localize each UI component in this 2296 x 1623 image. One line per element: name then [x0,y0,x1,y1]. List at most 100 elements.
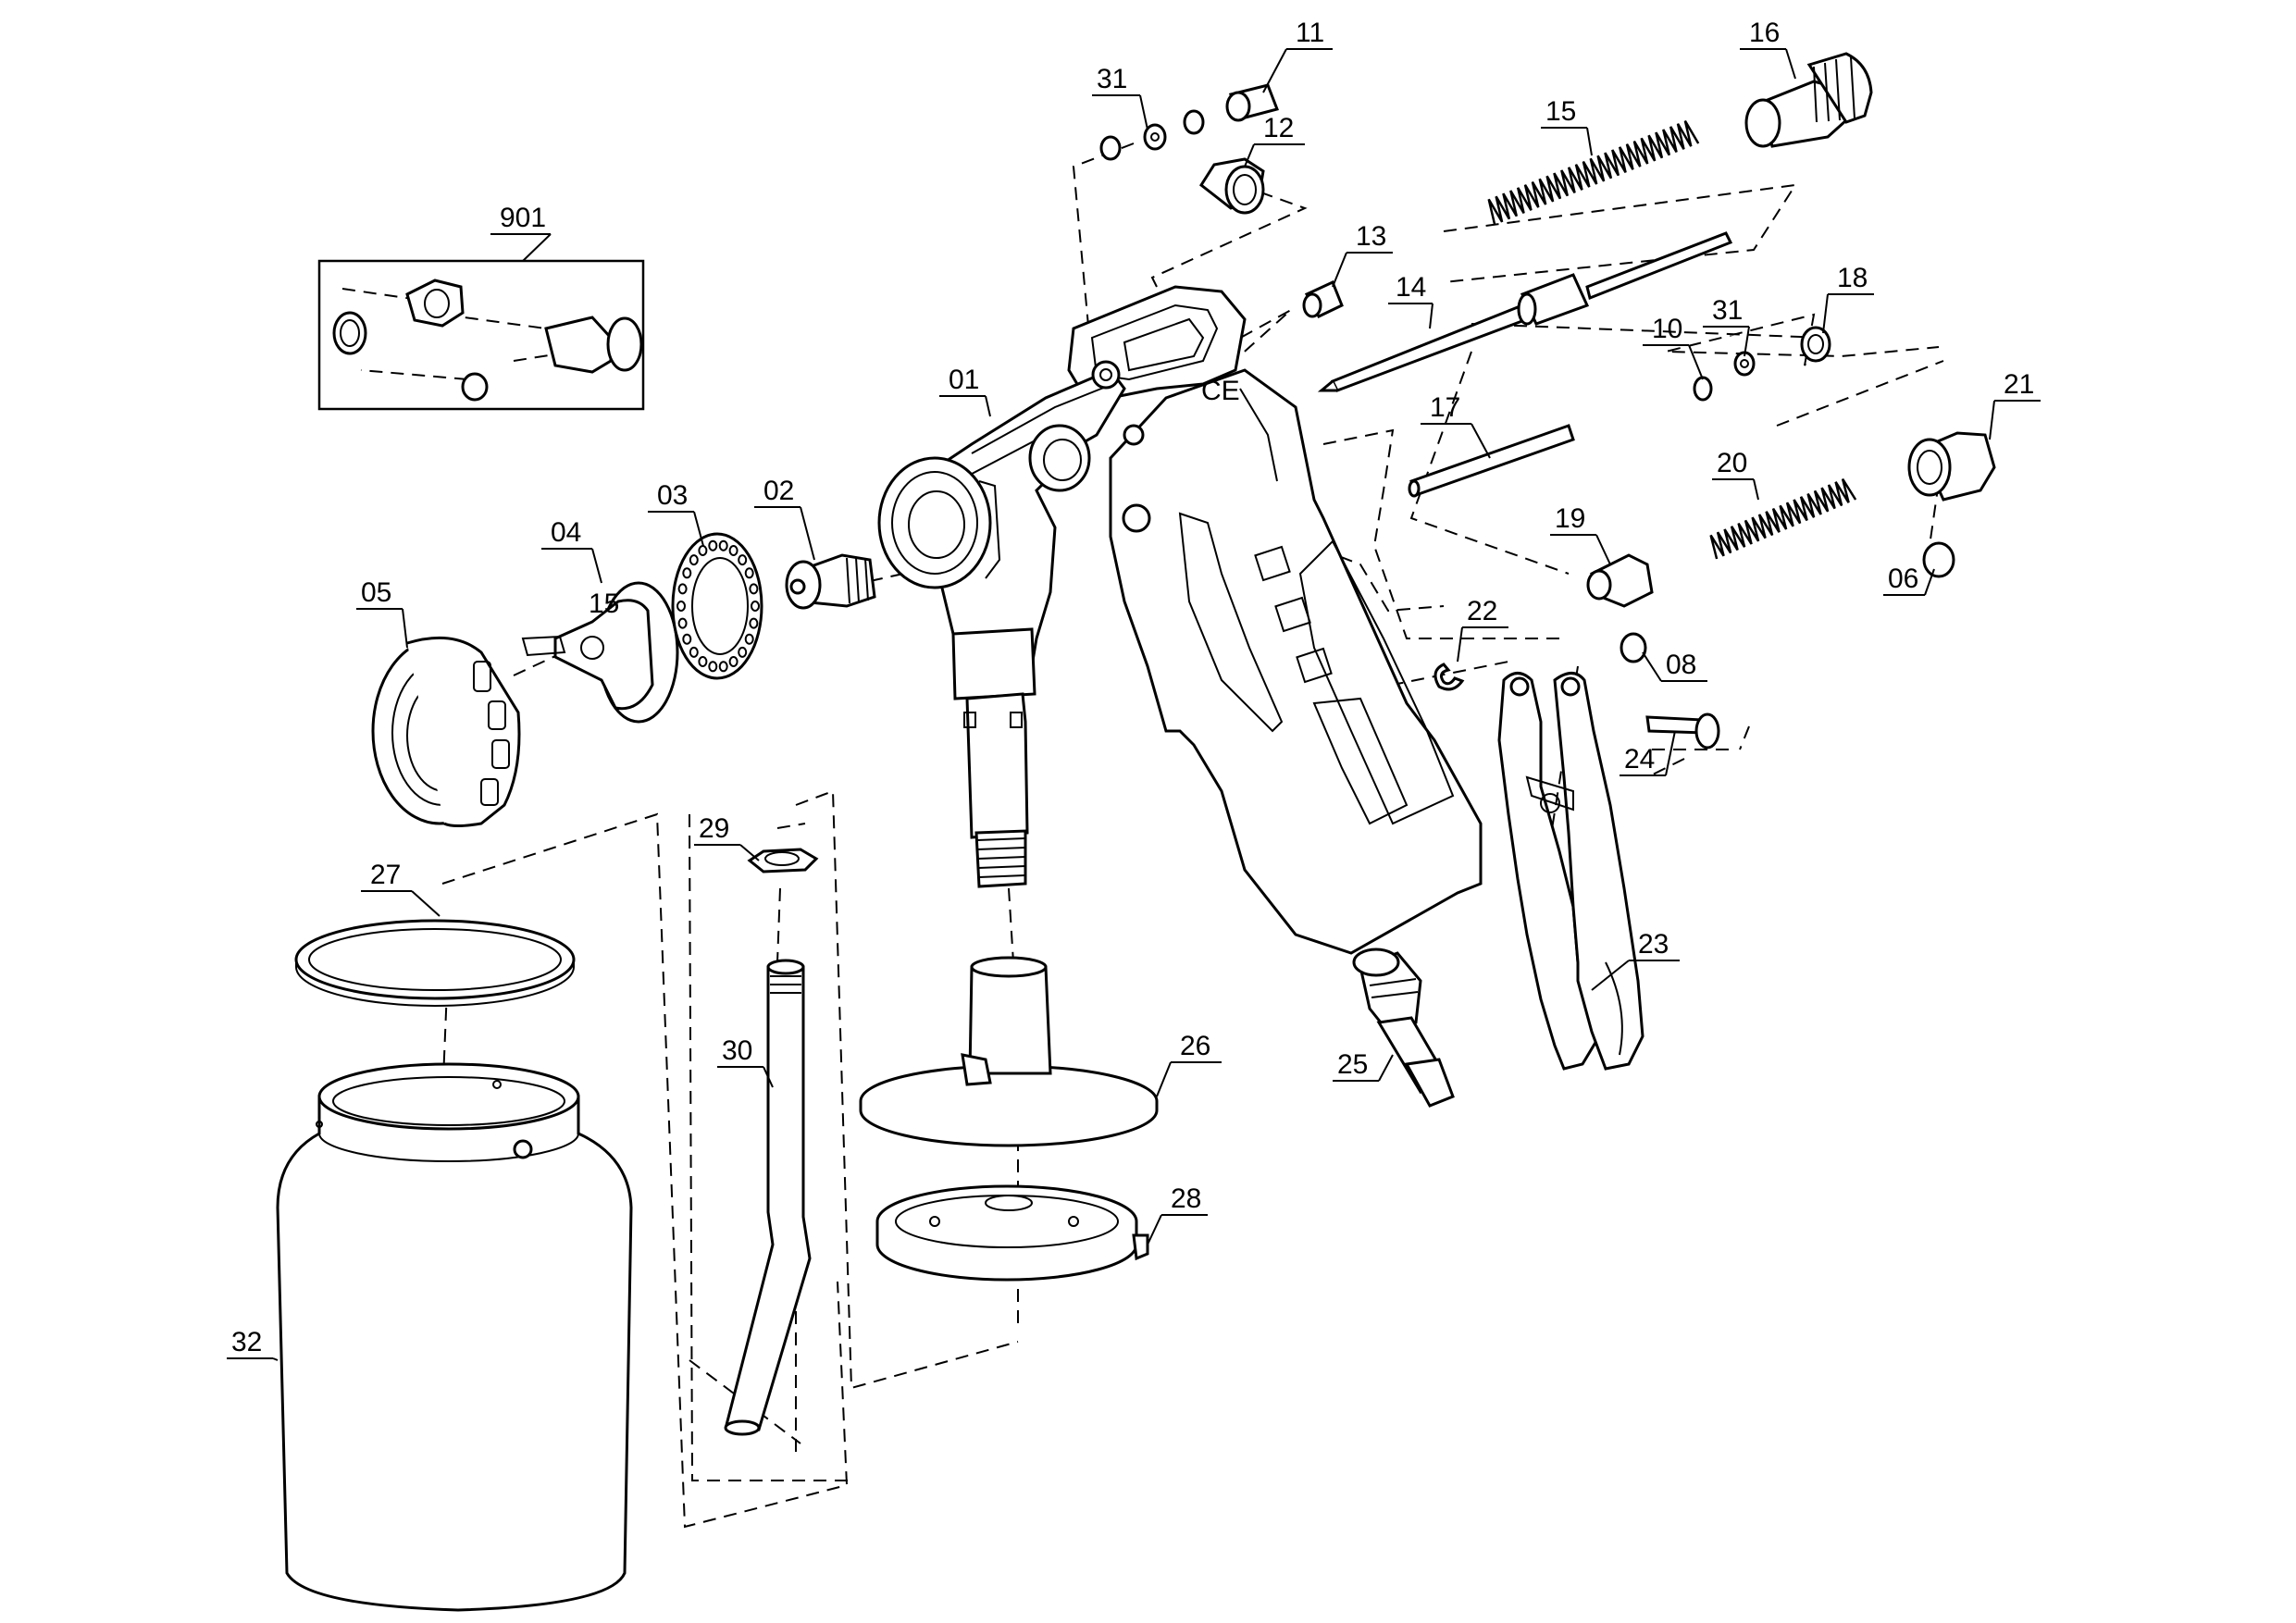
distribution-ring [671,532,763,680]
needle [1317,231,1733,392]
callout-leader [1822,293,1829,334]
callout-18: 18 [1822,263,1874,334]
callout-label: 14 [1396,272,1426,303]
callout-label: 22 [1467,596,1497,626]
callout-label: 08 [1666,650,1696,680]
ring-hole [738,554,748,566]
callout-label: 13 [1356,221,1386,252]
ring-hole [677,583,688,595]
ring-hole [698,656,708,667]
callout-10: 10 [1643,314,1704,380]
callout-label: 30 [722,1035,752,1066]
callout-leader [1471,423,1491,459]
callout-label: 29 [699,813,729,844]
callout-label: 12 [1263,113,1294,143]
callout-leader [1378,1054,1394,1082]
paint-cup [276,1062,633,1612]
callout-label: 05 [361,577,391,608]
callout-08: 08 [1642,650,1707,682]
callout-11: 11 [1262,18,1333,93]
ring-hole [689,554,699,566]
callout-label: 02 [763,476,794,506]
callout-21: 21 [1989,369,2041,440]
cup-gasket-base [875,1184,1149,1282]
callout-30: 30 [717,1035,774,1088]
washers-right [1693,326,1831,402]
callout-leader [1156,1061,1172,1097]
callout-leader [693,511,704,547]
ring-hole [708,539,718,551]
ring-hole [708,661,718,673]
callout-29: 29 [694,813,760,861]
callout-19: 19 [1550,503,1611,565]
callout-label: 31 [1712,295,1743,326]
callout-25: 25 [1333,1049,1394,1082]
air-cap-ring [371,636,521,827]
nozzle-size-stamp: 15 [589,588,619,619]
callout-leader [1139,94,1148,130]
ring-hole [682,633,692,645]
ring-hole [749,617,759,629]
washers-31 [1099,109,1205,161]
callout-leader [1989,400,1995,440]
cup-seal-ring [294,919,576,1007]
callout-leader [1595,534,1611,565]
ring-hole [689,646,699,658]
valve-housing [1907,431,1996,502]
callout-label: 28 [1171,1183,1201,1214]
callout-label: 23 [1638,929,1669,960]
callout-leader [800,506,815,561]
callout-leader [1744,326,1750,357]
nut-12 [1199,157,1265,215]
callout-label: 24 [1624,744,1655,774]
callout-leader [985,395,991,417]
callout-31: 31 [1703,295,1750,357]
callout-leader [1244,143,1255,167]
callout-label: 10 [1652,314,1682,344]
callout-24: 24 [1620,730,1676,776]
callout-leader [1586,127,1593,156]
ring-hole [744,567,754,579]
ce-mark: CE [1201,376,1240,406]
callout-label: 25 [1337,1049,1368,1080]
callout-label: 32 [231,1327,262,1357]
callout-03: 03 [648,480,704,547]
callout-14: 14 [1388,272,1433,329]
nut-29 [747,848,819,873]
callout-23: 23 [1591,929,1680,991]
callout-leader [739,844,760,861]
small-plug [1225,83,1280,122]
callout-leader [411,890,441,917]
callout-leader [763,1066,774,1088]
ring-hole [718,661,728,673]
set-screw [1302,279,1344,318]
callout-17: 17 [1421,392,1491,459]
callout-label: 21 [2004,369,2034,400]
callout-06: 06 [1883,564,1935,596]
callout-leader [1429,303,1433,329]
callout-leader [1785,48,1796,80]
callout-label: 15 [1545,96,1576,127]
callout-label: 19 [1555,503,1585,534]
callout-leader [1924,568,1935,596]
callout-leader [272,1357,279,1361]
circlip [1433,663,1465,691]
suction-tube [724,959,812,1436]
ring-holes [676,539,760,673]
piston-pin [1408,424,1575,498]
callout-leader [1147,1214,1162,1245]
ring-hole [677,617,688,629]
fluid-nozzle [785,553,876,610]
callout-26: 26 [1156,1031,1222,1097]
inlet-thread [976,837,1026,878]
ring-hole [682,567,692,579]
callout-label: 01 [949,365,979,395]
callout-12: 12 [1244,113,1305,167]
air-valve [1586,553,1654,608]
callout-leader [1665,730,1676,776]
air-nozzle: 15 [521,581,679,724]
callout-label: 27 [370,860,401,890]
callout-28: 28 [1147,1183,1208,1245]
o-ring-08 [1620,632,1647,663]
callout-label: 20 [1717,448,1747,478]
